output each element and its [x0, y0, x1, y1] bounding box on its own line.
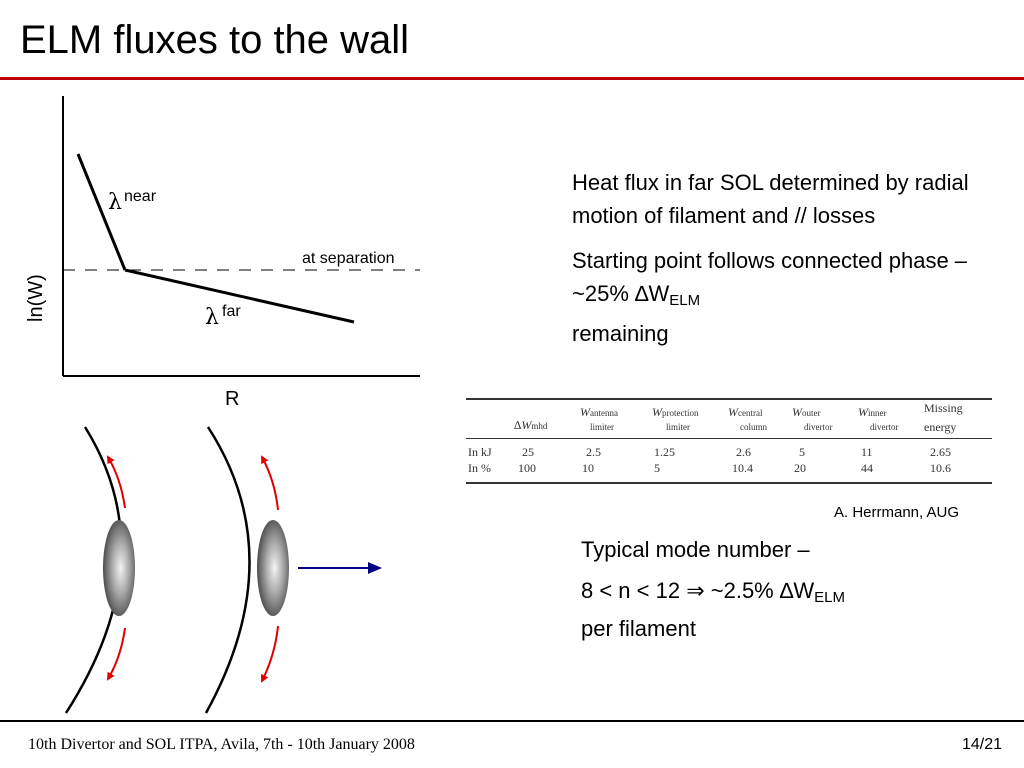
table-header-missing: Missing — [924, 401, 963, 415]
flux-surface-right — [204, 426, 251, 714]
lambda-near-label: near — [124, 188, 157, 205]
delta-symbol: ∆ — [635, 281, 649, 306]
mode-number-line: Typical mode number – — [581, 537, 810, 562]
footer-rule — [0, 720, 1024, 722]
arrow-down-right — [261, 625, 279, 683]
near-slope-line — [76, 153, 127, 271]
separation-label: at separation — [302, 250, 395, 267]
starting-point-paragraph: Starting point follows connected phase –… — [572, 248, 968, 346]
table-credit: A. Herrmann, AUG — [834, 504, 960, 521]
implies-symbol: ⇒ — [686, 578, 705, 603]
arrow-up-right — [261, 455, 279, 511]
table-header-protection: Wprotection — [652, 405, 699, 419]
table-header-central: Wcentral — [728, 405, 763, 419]
table-header-dwmhd: ∆Wmhd — [514, 418, 548, 432]
arrow-down-left — [106, 627, 126, 681]
filament-schematic — [64, 426, 382, 714]
mode-number-text: Typical mode number – 8 < n < 12 ⇒ ~2.5%… — [581, 534, 1001, 656]
table-header-antenna: Wantenna — [580, 405, 618, 419]
slide-title: ELM fluxes to the wall — [20, 18, 410, 62]
lambda-far-symbol: λ — [205, 305, 219, 330]
filament-blob-left — [103, 520, 135, 616]
table-header-outer: Wouter — [792, 405, 821, 419]
filament-blob-right — [257, 520, 289, 616]
row-label-kj: In kJ — [468, 445, 492, 459]
title-rule — [0, 77, 1024, 80]
row-label-percent: In % — [468, 461, 491, 475]
lambda-near-symbol: λ — [108, 190, 122, 215]
lambda-far-label: far — [222, 303, 241, 320]
page-number: 14/21 — [961, 736, 1002, 753]
decay-length-graph: ln(W) R at separation λ near λ far — [25, 96, 420, 410]
footer-conference: 10th Divertor and SOL ITPA, Avila, 7th -… — [28, 736, 415, 753]
y-axis-label: ln(W) — [25, 274, 47, 322]
delta-symbol: ∆ — [779, 578, 794, 603]
far-slope-line — [124, 268, 355, 324]
heat-flux-paragraph: Heat flux in far SOL determined by radia… — [572, 170, 969, 228]
heat-flux-text: Heat flux in far SOL determined by radia… — [572, 166, 992, 362]
x-axis-label: R — [225, 388, 239, 410]
arrow-up-left — [106, 455, 126, 509]
table-header-inner: Winner — [858, 405, 887, 419]
